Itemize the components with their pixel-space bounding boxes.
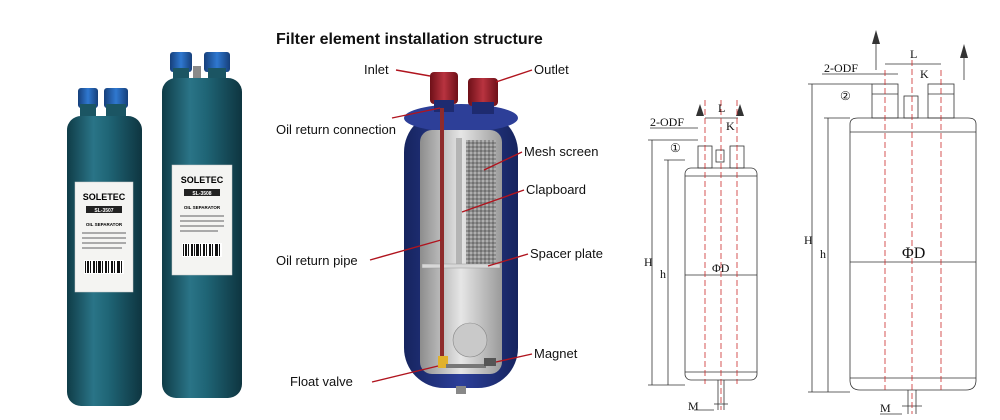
- product-photo: SOLETEC SL-3507 OIL SEPARATOR: [0, 0, 270, 420]
- barcode-left: [84, 260, 124, 274]
- h-label-small: h: [660, 267, 666, 281]
- odf-label-large: 2-ODF: [824, 61, 858, 75]
- model-label-right: SL-3508: [192, 191, 211, 197]
- brand-label-right: SOLETEC: [181, 175, 224, 185]
- K-label-small: K: [726, 119, 735, 133]
- H-label-small: H: [644, 255, 653, 269]
- technical-drawing-small: 2-ODF L K ① H h ΦD M: [640, 0, 800, 420]
- product-name-left: OIL SEPARATOR: [86, 222, 123, 227]
- marker-2: ②: [840, 89, 851, 103]
- clapboard: [456, 138, 462, 268]
- label-clapboard: Clapboard: [526, 182, 586, 197]
- label-magnet: Magnet: [534, 346, 578, 361]
- K-label-large: K: [920, 67, 929, 81]
- label-mesh-screen: Mesh screen: [524, 144, 598, 159]
- separator-right: SOLETEC SL-3508 OIL SEPARATOR: [162, 52, 242, 398]
- cutaway-vessel: [404, 72, 518, 394]
- barcode-right: [182, 243, 222, 257]
- label-oil-return-connection: Oil return connection: [276, 122, 396, 137]
- oil-return-pipe: [440, 108, 444, 366]
- float-valve: [438, 356, 448, 368]
- M-label-small: M: [688, 399, 699, 413]
- label-oil-return-pipe: Oil return pipe: [276, 253, 358, 268]
- label-inlet: Inlet: [364, 62, 389, 77]
- structure-title: Filter element installation structure: [276, 31, 543, 48]
- D-label-large: ΦD: [902, 245, 925, 262]
- h-label-large: h: [820, 247, 826, 261]
- spacer-plate: [421, 263, 501, 269]
- L-label-small: L: [718, 101, 725, 115]
- separator-left: SOLETEC SL-3507 OIL SEPARATOR: [67, 88, 142, 406]
- D-label-small: ΦD: [712, 261, 730, 275]
- technical-drawing-large: 2-ODF L K ② H h ΦD M: [800, 0, 1000, 420]
- label-outlet: Outlet: [534, 62, 569, 77]
- mesh-screen: [466, 140, 496, 268]
- brand-label-left: SOLETEC: [83, 192, 126, 202]
- label-float-valve: Float valve: [290, 374, 353, 389]
- inlet-port: [430, 72, 458, 104]
- outlet-port: [468, 78, 498, 106]
- L-label-large: L: [910, 47, 917, 61]
- odf-label-small: 2-ODF: [650, 115, 684, 129]
- marker-1: ①: [670, 141, 681, 155]
- float-ball: [452, 322, 488, 358]
- structure-diagram: Filter element installation structure: [270, 0, 640, 420]
- M-label-large: M: [880, 401, 891, 415]
- H-label-large: H: [804, 233, 813, 247]
- label-spacer-plate: Spacer plate: [530, 246, 603, 261]
- model-label-left: SL-3507: [94, 208, 113, 214]
- product-name-right: OIL SEPARATOR: [184, 205, 221, 210]
- magnet: [484, 358, 496, 366]
